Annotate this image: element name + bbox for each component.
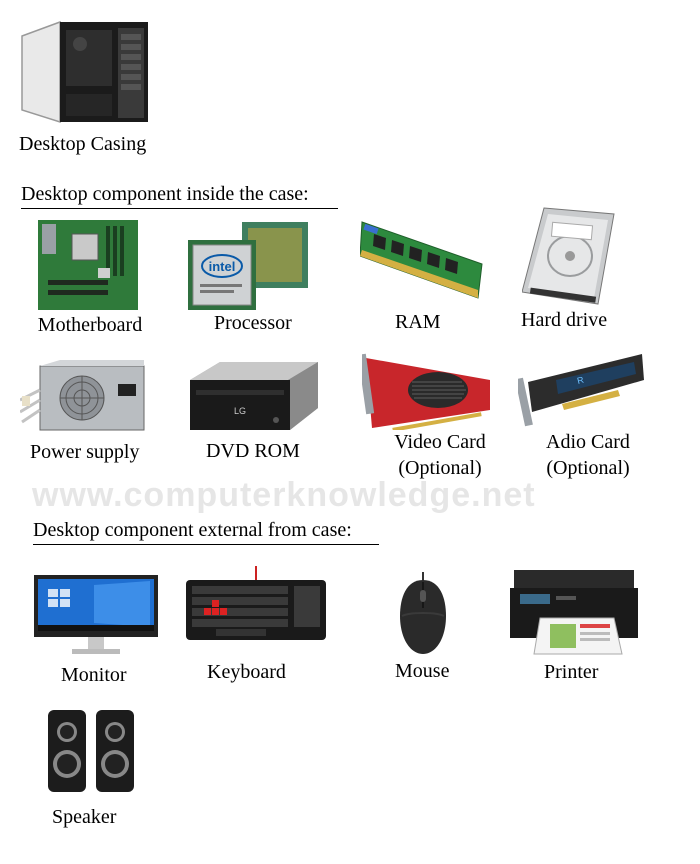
dvd-rom-label: DVD ROM <box>206 440 300 462</box>
monitor-icon <box>34 575 158 657</box>
power-supply-icon <box>20 360 146 432</box>
desktop-casing-icon <box>20 18 152 126</box>
ram-icon <box>360 220 484 300</box>
speaker-label: Speaker <box>52 806 117 828</box>
svg-text:R: R <box>576 375 585 386</box>
motherboard-icon <box>38 220 138 310</box>
printer-label: Printer <box>544 661 599 683</box>
dvd-drive-icon: LG <box>190 358 320 434</box>
audio-card-note: (Optional) <box>546 457 630 479</box>
keyboard-label: Keyboard <box>207 661 286 683</box>
cpu-chip-text: intel <box>209 259 236 274</box>
external-components-heading: Desktop component external from case: <box>33 518 379 545</box>
internal-components-heading: Desktop component inside the case: <box>21 182 338 209</box>
processor-label: Processor <box>214 312 292 334</box>
desktop-casing-label: Desktop Casing <box>19 133 147 155</box>
dvd-brand-text: LG <box>234 406 246 416</box>
mouse-label: Mouse <box>395 660 450 682</box>
video-card-note: (Optional) <box>398 457 482 479</box>
power-supply-label: Power supply <box>30 441 140 463</box>
motherboard-label: Motherboard <box>37 314 143 336</box>
ram-label: RAM <box>395 311 441 333</box>
printer-icon <box>510 570 638 658</box>
video-card-label: Video Card <box>394 431 486 453</box>
mouse-icon <box>398 572 448 656</box>
speaker-icon <box>46 708 142 794</box>
hard-drive-icon <box>522 206 616 306</box>
hard-drive-label: Hard drive <box>521 309 608 331</box>
audio-card-label: Adio Card <box>546 431 630 453</box>
keyboard-icon <box>186 566 326 646</box>
cpu-icon: intel <box>188 222 310 312</box>
watermark-text: www.computerknowledge.net <box>32 476 536 514</box>
monitor-label: Monitor <box>61 664 127 686</box>
video-card-icon <box>362 350 496 430</box>
audio-card-icon: R <box>518 352 646 428</box>
